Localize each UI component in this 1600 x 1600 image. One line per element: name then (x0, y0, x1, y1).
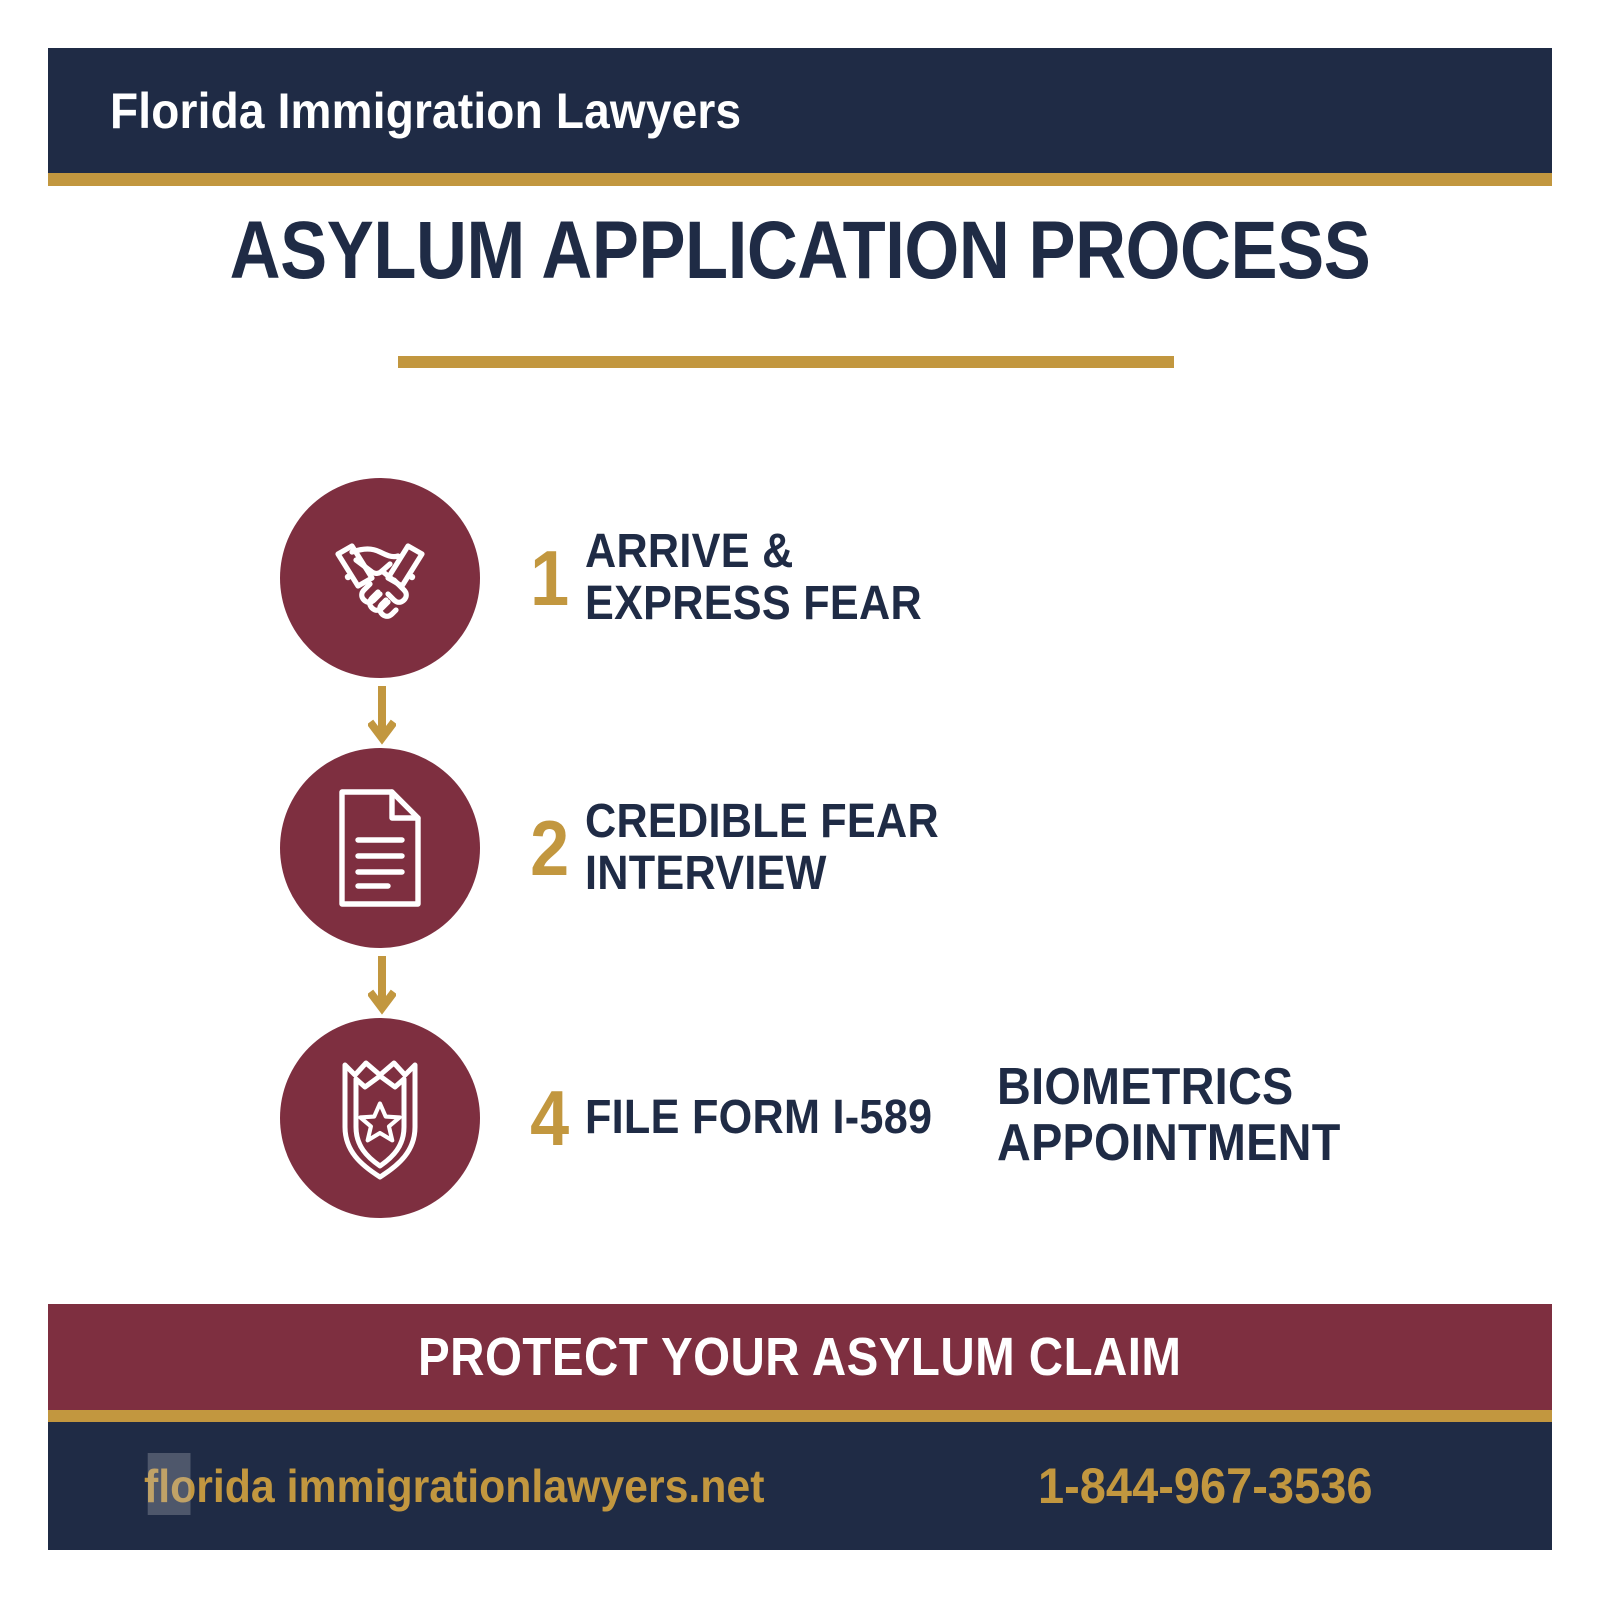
step-connector-arrow-1 (366, 686, 398, 753)
phone-number[interactable]: 1-844-967-3536 (1038, 1458, 1373, 1514)
step-1-number: 1 (530, 533, 570, 622)
header-gold-divider (48, 173, 1552, 186)
step-3-label: FILE FORM I-589 (585, 1092, 932, 1144)
footer-bar: florida immigrationlawyers.net 1-844-967… (48, 1422, 1552, 1550)
step-3-icon-circle (280, 1018, 480, 1218)
website-url[interactable]: florida immigrationlawyers.net (144, 1453, 765, 1515)
step-3-secondary-line2: APPOINTMENT (997, 1114, 1341, 1172)
cta-text: PROTECT YOUR ASYLUM CLAIM (418, 1327, 1182, 1387)
step-1-label-line2: EXPRESS FEAR (585, 577, 923, 630)
step-2-label-line1: CREDIBLE FEAR (585, 795, 940, 849)
document-icon (328, 786, 432, 910)
step-3-secondary-line1: BIOMETRICS (997, 1057, 1294, 1116)
step-item-1: 1 ARRIVE & EXPRESS FEAR (280, 478, 960, 678)
step-2-text: 2 CREDIBLE FEAR INTERVIEW (528, 796, 979, 900)
step-2-label: CREDIBLE FEAR INTERVIEW (585, 796, 939, 900)
website-url-part1: florida im (144, 1453, 337, 1515)
step-2-number: 2 (530, 803, 570, 892)
footer-gold-divider (48, 1410, 1552, 1422)
step-3-label-line1: FILE FORM I-589 (585, 1091, 933, 1145)
title-block: ASYLUM APPLICATION PROCESS (48, 205, 1552, 296)
step-3-secondary-label: BIOMETRICS APPOINTMENT (997, 1059, 1341, 1171)
step-2-icon-circle (280, 748, 480, 948)
step-1-label-line1: ARRIVE & (585, 525, 794, 579)
title-gold-underline (398, 356, 1174, 368)
step-3-number: 4 (530, 1073, 570, 1162)
step-1-icon-circle (280, 478, 480, 678)
step-item-3: 4 FILE FORM I-589 BIOMETRICS APPOINTMENT (280, 1018, 1379, 1218)
step-connector-arrow-2 (366, 956, 398, 1023)
step-item-2: 2 CREDIBLE FEAR INTERVIEW (280, 748, 979, 948)
step-2-label-line2: INTERVIEW (585, 847, 828, 900)
step-3-text: 4 FILE FORM I-589 BIOMETRICS APPOINTMENT (528, 1059, 1379, 1171)
handshake-icon (320, 524, 440, 632)
page-title: ASYLUM APPLICATION PROCESS (229, 205, 1371, 296)
step-1-text: 1 ARRIVE & EXPRESS FEAR (528, 526, 960, 630)
brand-name: Florida Immigration Lawyers (110, 82, 742, 139)
cta-banner: PROTECT YOUR ASYLUM CLAIM (48, 1304, 1552, 1410)
brand-header-bar: Florida Immigration Lawyers (48, 48, 1552, 173)
step-1-label: ARRIVE & EXPRESS FEAR (585, 526, 922, 630)
website-url-part2: migrationlawyers.net (336, 1460, 765, 1512)
badge-shield-icon (325, 1053, 435, 1183)
